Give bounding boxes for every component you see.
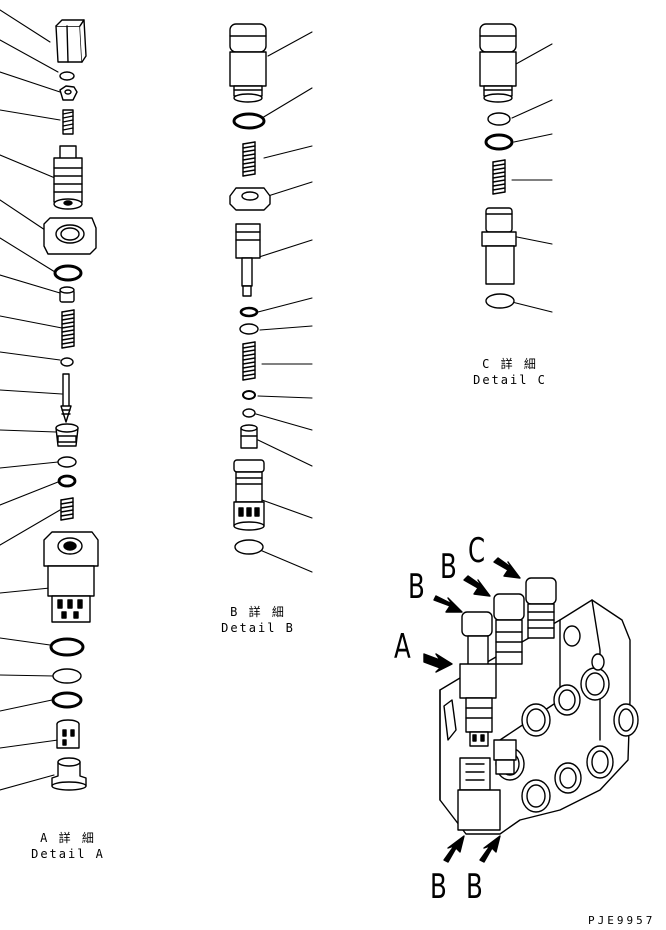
arrow-c [493,557,521,579]
a-cap [55,19,87,63]
arrow-b-left [433,595,463,613]
assembly-cartridge-b2 [461,611,493,669]
b-small-poppet [240,424,258,449]
a-o-ring-1 [59,71,75,81]
assembly-cartridge-c [525,577,557,639]
detail-a-caption: A 詳 細 Detail A [28,830,108,862]
c-o-ring [484,133,514,151]
detail-c-caption-jp: C 詳 細 [482,357,538,371]
b-spring-2 [242,341,256,381]
arrow-b-low-2 [479,835,501,863]
callout-letter-c: C [468,531,486,571]
b-washer-1 [239,323,259,335]
a-poppet-needle [60,373,72,423]
assembly-cartridge-b1 [493,593,525,665]
detail-a-leaders [0,9,63,791]
detail-a-parts [0,9,99,791]
detail-a-caption-jp: A 詳 細 [40,831,96,845]
callout-letter-a: A [394,627,411,667]
a-o-ring-4 [57,474,77,488]
a-lock-nut [43,217,97,255]
drawing-code: PJE9957 [588,914,656,927]
detail-b-leaders [255,31,313,573]
arrow-a [423,653,453,673]
a-o-ring-3 [57,456,77,468]
b-o-ring-1 [232,112,266,130]
callout-arrows [423,557,521,863]
detail-b-caption-en: Detail B [221,621,295,635]
a-valve-housing [43,531,99,623]
detail-c-parts [479,23,553,313]
detail-a-caption-en: Detail A [31,847,105,861]
valve-assembly [439,577,639,835]
a-adjuster-body [53,145,83,210]
detail-c-leaders [511,43,553,313]
a-o-ring-5 [49,637,85,657]
callout-letter-b-bottom-1: B [430,867,447,907]
detail-c-caption: C 詳 細 Detail C [470,356,550,388]
c-seal-ring [485,293,515,309]
b-piston [235,223,261,297]
b-o-ring-3 [242,390,256,400]
detail-b-parts [229,23,313,573]
a-washer-1 [60,357,74,367]
b-washer-2 [242,408,256,418]
assembly-cartridge-a [459,663,497,747]
b-top-cap [229,23,267,103]
callout-letter-b-left: B [408,567,425,607]
assembly-cartridge-b-lower [457,739,517,831]
a-backup-ring [52,668,82,684]
b-cartridge-sleeve [233,459,265,531]
c-top-cap [479,23,517,103]
a-sleeve [56,719,80,749]
detail-b-caption: B 詳 細 Detail B [218,604,298,636]
detail-c-caption-en: Detail C [473,373,547,387]
a-screw [62,109,74,135]
callout-letter-b-mid: B [440,547,457,587]
a-plug [51,757,87,791]
b-seal-ring [234,539,264,555]
detail-b-caption-jp: B 詳 細 [230,605,286,619]
callout-letter-b-bottom-2: B [466,867,483,907]
c-washer-1 [487,112,511,126]
c-spring [492,159,506,195]
a-spring-2 [60,497,74,521]
arrow-b-mid [463,575,491,597]
a-o-ring-2 [53,264,83,282]
a-seat [55,423,79,447]
a-spring-1 [61,309,75,349]
a-spacer [59,286,75,303]
b-spring-1 [242,141,256,177]
a-o-ring-6 [51,691,83,709]
b-o-ring-2 [239,306,259,318]
b-shim-plate [229,187,271,211]
a-nut-small [59,85,78,101]
arrow-b-low-1 [443,835,465,863]
c-valve-body [481,207,517,285]
